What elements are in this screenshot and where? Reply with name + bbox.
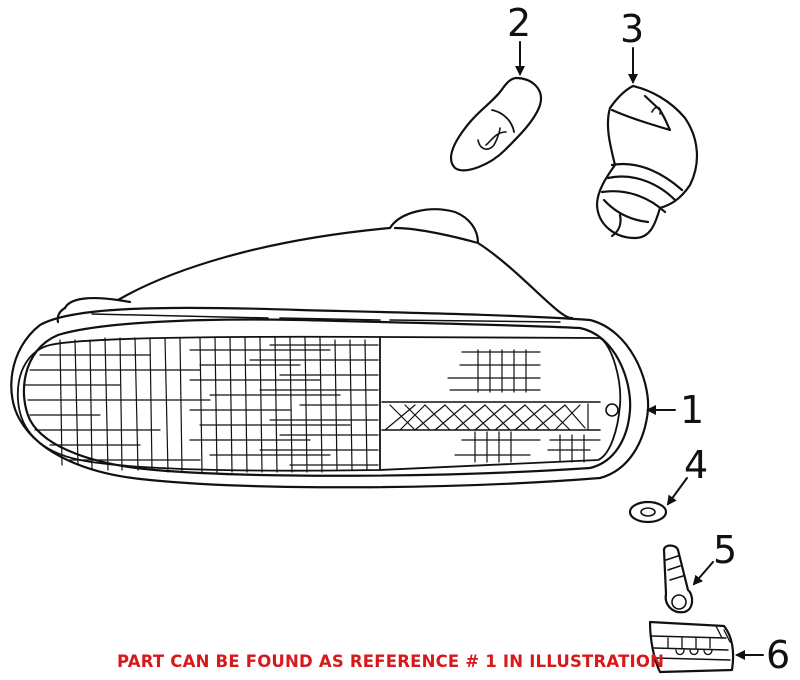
bulb-socket-part <box>595 84 699 240</box>
callout-arrows <box>515 41 764 660</box>
screw-part <box>662 544 694 614</box>
washer-part <box>628 500 668 524</box>
callout-4: 4 <box>684 443 709 487</box>
callout-3: 3 <box>620 7 645 51</box>
callout-2: 2 <box>507 1 532 45</box>
callout-6: 6 <box>766 633 791 677</box>
callout-1: 1 <box>680 388 705 432</box>
clip-nut-part <box>648 620 735 674</box>
reference-note: PART CAN BE FOUND AS REFERENCE # 1 IN IL… <box>117 652 665 671</box>
lamp-assembly-part <box>10 208 650 489</box>
bulb-part <box>449 76 543 172</box>
callout-5: 5 <box>713 528 738 572</box>
